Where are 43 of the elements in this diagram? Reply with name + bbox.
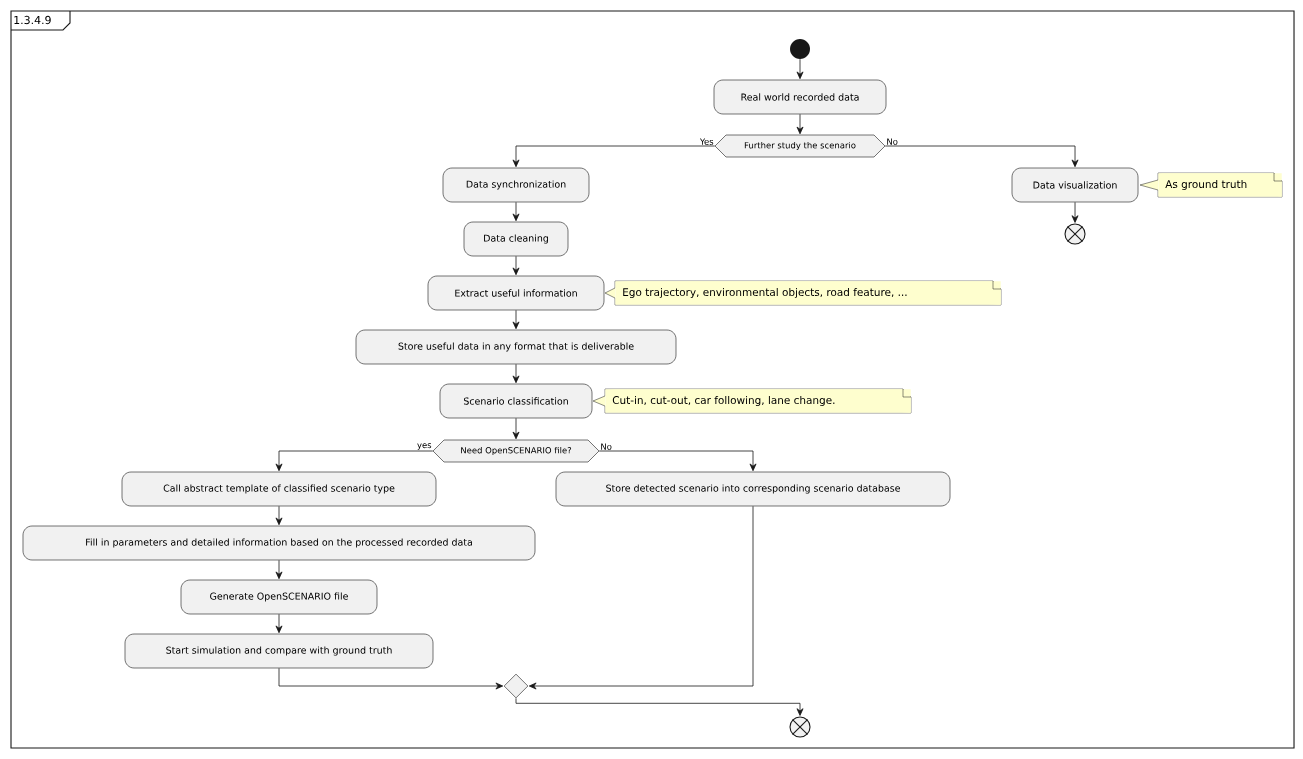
arrow: [275, 613, 283, 634]
decision-hexagon: Need OpenSCENARIO file?: [432, 439, 600, 463]
arrow: [512, 145, 716, 168]
activity-box: Generate OpenSCENARIO file: [180, 579, 378, 615]
activity-box: Call abstract template of classified scenario type: [121, 471, 437, 507]
arrow: [598, 450, 757, 472]
edge-label: No: [601, 443, 612, 450]
arrow: [275, 505, 283, 526]
edge-label: No: [887, 138, 898, 145]
note: As ground truth: [1139, 172, 1283, 198]
activity-box: Store useful data in any format that is deliverable: [355, 329, 677, 365]
arrow: [1071, 201, 1079, 223]
merge-diamond: [503, 673, 529, 699]
arrow: [796, 113, 804, 135]
arrow: [512, 255, 520, 276]
decision-hexagon: Further study the scenario: [714, 134, 886, 158]
start-dot: [790, 39, 810, 59]
note: Cut-in, cut-out, car following, lane change.: [592, 388, 912, 414]
arrow: [512, 309, 520, 330]
arrow: [515, 697, 804, 716]
activity-box: Extract useful information: [427, 275, 605, 311]
arrow: [512, 417, 520, 440]
note: Ego trajectory, environmental objects, road feature, ...: [604, 280, 1002, 306]
end-symbol: [1064, 223, 1086, 245]
arrow: [275, 559, 283, 580]
activity-box: Start simulation and compare with ground truth: [124, 633, 434, 669]
arrow: [796, 58, 804, 80]
activity-box: Store detected scenario into corresponding scenario database: [555, 471, 951, 507]
arrow: [884, 145, 1079, 168]
activity-box: Data synchronization: [442, 167, 590, 203]
activity-box: Data visualization: [1011, 167, 1139, 203]
activity-box: Real world recorded data: [713, 79, 887, 115]
activity-box: Fill in parameters and detailed information based on the processed recorded data: [22, 525, 536, 561]
edge-label: yes: [417, 443, 432, 450]
arrow: [512, 201, 520, 222]
arrow: [278, 667, 504, 690]
activity-box: Scenario classification: [439, 383, 593, 419]
arrow: [512, 363, 520, 384]
end-symbol: [789, 716, 811, 738]
arrow: [528, 505, 754, 690]
edge-label: Yes: [699, 138, 714, 145]
activity-box: Data cleaning: [463, 221, 569, 257]
arrow: [275, 450, 434, 472]
